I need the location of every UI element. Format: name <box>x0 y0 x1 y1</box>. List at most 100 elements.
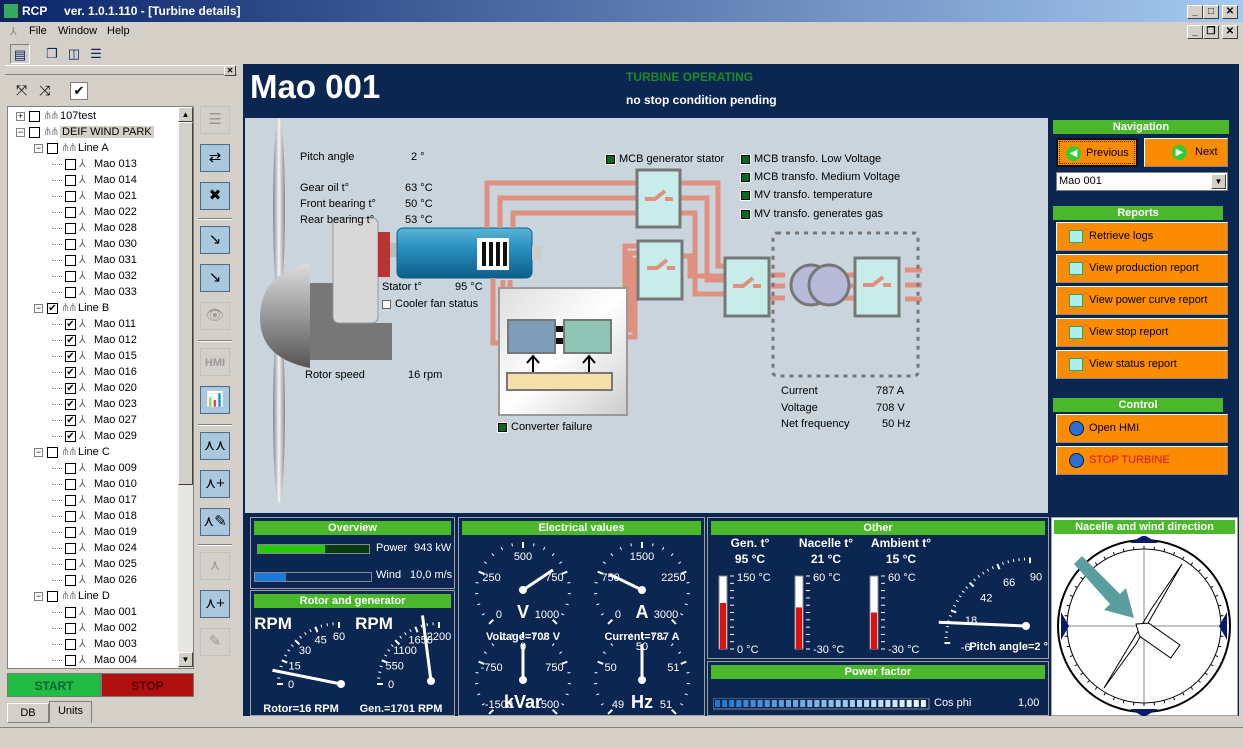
tree-node[interactable]: ✔⅄Mao 020 <box>52 380 137 396</box>
menu-file[interactable]: File <box>29 25 47 37</box>
retrieve-logs-button[interactable]: Retrieve logs <box>1056 222 1228 251</box>
tree-checkbox[interactable] <box>47 590 58 602</box>
tree-node[interactable]: +⋔⋔107test <box>16 108 96 124</box>
tree-checkbox[interactable] <box>65 478 76 490</box>
tree-node[interactable]: ✔⅄Mao 023 <box>52 396 137 412</box>
tree-node[interactable]: −⋔⋔Line D <box>34 588 110 604</box>
tree-node[interactable]: ⅄Mao 018 <box>52 508 137 524</box>
tree-checkbox[interactable]: ✔ <box>47 302 58 314</box>
tree-node[interactable]: ⅄Mao 030 <box>52 236 137 252</box>
tree-checkbox[interactable] <box>65 494 76 506</box>
tree-checkbox[interactable] <box>65 254 76 266</box>
tree-checkbox[interactable] <box>47 446 58 458</box>
expander-icon[interactable]: − <box>34 446 43 457</box>
view-tool[interactable]: 👁 <box>200 302 230 330</box>
add-turbine-tool[interactable]: ⋏+ <box>200 590 230 618</box>
chart-tool[interactable]: 📊 <box>200 386 230 414</box>
tree-node[interactable]: ⅄Mao 028 <box>52 220 137 236</box>
tile-horizontal-icon[interactable]: ☰ <box>90 46 102 61</box>
scroll-up-button[interactable]: ▲ <box>178 107 193 122</box>
tree-checkbox[interactable] <box>47 142 58 154</box>
tree-checkbox[interactable] <box>29 126 40 138</box>
tree-node[interactable]: ⅄Mao 014 <box>52 172 137 188</box>
tree-checkbox[interactable] <box>65 510 76 522</box>
expander-icon[interactable]: − <box>34 590 43 601</box>
stop-report-button[interactable]: View stop report <box>1056 318 1228 347</box>
tree-checkbox[interactable] <box>65 238 76 250</box>
tree-node[interactable]: ⅄Mao 019 <box>52 524 137 540</box>
tree-checkbox[interactable] <box>65 574 76 586</box>
tree-checkbox[interactable]: ✔ <box>65 430 76 442</box>
tree-scrollbar[interactable]: ▲ ▼ <box>178 107 193 668</box>
tree-node[interactable]: ⅄Mao 001 <box>52 604 137 620</box>
swap-tool[interactable]: ⇄ <box>200 144 230 172</box>
tree-checkbox[interactable] <box>29 110 40 122</box>
tree-checkbox[interactable] <box>65 158 76 170</box>
tree-node[interactable]: ⅄Mao 033 <box>52 284 137 300</box>
power-curve-report-button[interactable]: View power curve report <box>1056 286 1228 315</box>
tree-checkbox[interactable]: ✔ <box>65 398 76 410</box>
previous-button[interactable]: ◀Previous <box>1056 138 1138 167</box>
expander-icon[interactable]: − <box>16 126 25 137</box>
tree-node[interactable]: ✔⅄Mao 029 <box>52 428 137 444</box>
scroll-thumb[interactable] <box>178 122 193 485</box>
tree-checkbox[interactable] <box>65 654 76 666</box>
tab-db[interactable]: DB <box>7 703 49 723</box>
tree-checkbox[interactable] <box>65 462 76 474</box>
tree-checkbox[interactable] <box>65 206 76 218</box>
tree-checkbox[interactable] <box>65 622 76 634</box>
tree-node[interactable]: ⅄Mao 009 <box>52 460 137 476</box>
tree-checkbox[interactable]: ✔ <box>65 414 76 426</box>
stop-button[interactable]: STOP <box>101 673 194 697</box>
start-button[interactable]: START <box>7 673 101 697</box>
tree-checkbox[interactable]: ✔ <box>65 382 76 394</box>
child-minimize-button[interactable]: _ <box>1187 25 1203 39</box>
tree-node[interactable]: ⅄Mao 017 <box>52 492 137 508</box>
tree-node[interactable]: ✔⅄Mao 011 <box>52 316 136 332</box>
tree-checkbox[interactable] <box>65 174 76 186</box>
tree-node[interactable]: ⅄Mao 021 <box>52 188 137 204</box>
tree-checkbox[interactable] <box>65 222 76 234</box>
tree-node[interactable]: ⅄Mao 025 <box>52 556 137 572</box>
tree-node[interactable]: ✔⅄Mao 015 <box>52 348 137 364</box>
collapse-all-icon[interactable]: ⤨ <box>39 82 51 98</box>
production-report-button[interactable]: View production report <box>1056 254 1228 283</box>
tree-node[interactable]: ⅄Mao 013 <box>52 156 137 172</box>
tree-node[interactable]: −⋔⋔Line A <box>34 140 109 156</box>
stop-turbine-button[interactable]: STOP TURBINE <box>1056 446 1228 475</box>
import-green-tool[interactable]: ↘ <box>200 226 230 254</box>
tree-node[interactable]: ⅄Mao 003 <box>52 636 137 652</box>
tree-checkbox[interactable] <box>65 542 76 554</box>
tree-checkbox[interactable]: ✔ <box>65 318 76 330</box>
expander-icon[interactable]: − <box>34 302 43 313</box>
tree-node[interactable]: ⅄Mao 032 <box>52 268 137 284</box>
scroll-down-button[interactable]: ▼ <box>178 652 193 667</box>
tree-node[interactable]: ⅄Mao 024 <box>52 540 137 556</box>
tile-vertical-icon[interactable]: ◫ <box>67 46 81 61</box>
tree-node[interactable]: −✔⋔⋔Line B <box>34 300 109 316</box>
tree-node[interactable]: ⅄Mao 010 <box>52 476 137 492</box>
maximize-button[interactable]: □ <box>1203 5 1219 19</box>
tree-checkbox[interactable] <box>65 526 76 538</box>
tab-units[interactable]: Units <box>49 701 92 723</box>
turbine-remove-tool[interactable]: ⋏ <box>200 552 230 580</box>
chevron-down-icon[interactable]: ▼ <box>1211 174 1226 189</box>
panel-grip[interactable] <box>5 65 237 75</box>
next-button[interactable]: ▶Next <box>1144 138 1228 167</box>
tree-node[interactable]: ⅄Mao 004 <box>52 652 137 668</box>
tree-node[interactable]: ⅄Mao 002 <box>52 620 137 636</box>
properties-icon[interactable]: ▤ <box>10 44 30 64</box>
tree-checkbox[interactable] <box>65 286 76 298</box>
turbine-select[interactable]: Mao 001▼ <box>1056 172 1228 191</box>
open-hmi-button[interactable]: Open HMI <box>1056 414 1228 443</box>
tree-checkbox[interactable] <box>65 638 76 650</box>
tree-checkbox[interactable]: ✔ <box>65 350 76 362</box>
cascade-windows-icon[interactable]: ❐ <box>46 46 58 61</box>
edit-turbine-tool[interactable]: ✎ <box>200 628 230 656</box>
disconnect-tool[interactable]: ✖ <box>200 182 230 210</box>
check-all-toggle[interactable]: ✔ <box>70 82 88 100</box>
expander-icon[interactable]: + <box>16 110 25 121</box>
tree-node[interactable]: −⋔⋔Line C <box>34 444 110 460</box>
tree-node[interactable]: ✔⅄Mao 016 <box>52 364 137 380</box>
menu-window[interactable]: Window <box>58 25 98 37</box>
